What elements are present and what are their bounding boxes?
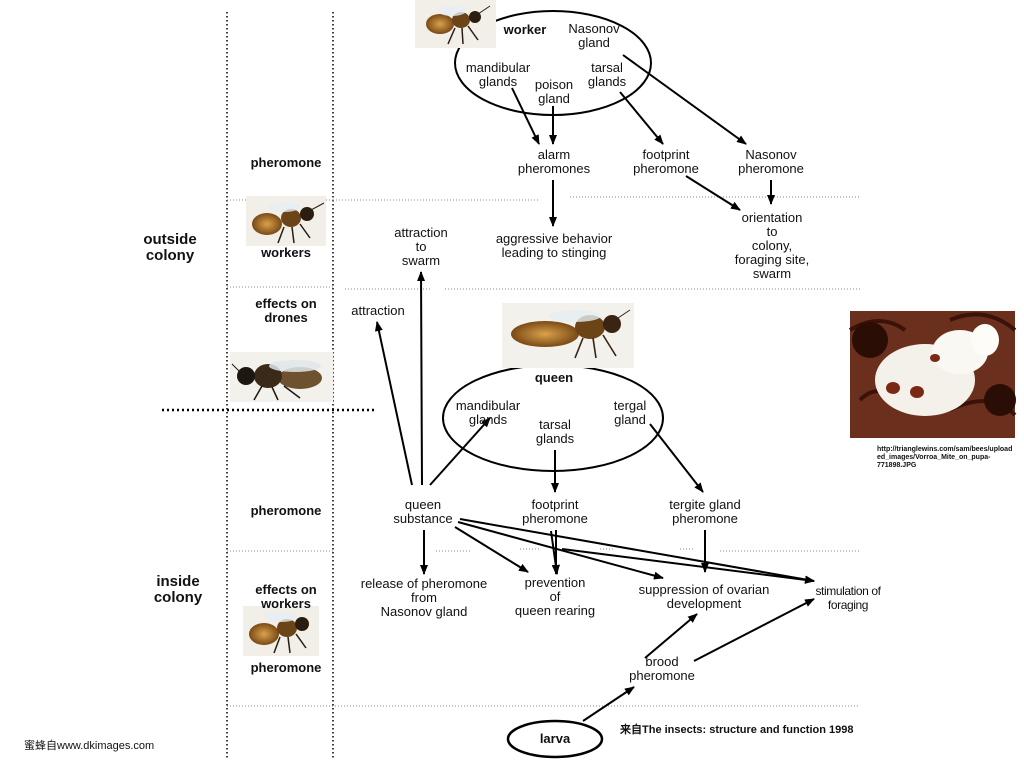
credit-right: 来自The insects: structure and function 19… [620, 724, 854, 736]
nasonov-gland-label: Nasonov gland [568, 21, 620, 50]
suppression-of-ovarian-development-label: suppression of ovarian development [638, 582, 770, 611]
release-of-pheromone-label: release of pheromone from Nasonov gland [360, 576, 488, 619]
larva-ellipse [506, 719, 604, 759]
photo-source-link[interactable]: http://trianglewins.com/sam/bees/upload … [877, 446, 1013, 469]
worker-mandibular-glands-label: mandibular glands [465, 60, 531, 89]
pheromone-label-bottom: pheromone [250, 660, 322, 675]
bee-queen-icon [502, 303, 634, 368]
bee-worker-icon [246, 196, 326, 246]
credit-left: 蜜蜂自www.dkimages.com [24, 740, 155, 752]
queen-mandibular-glands-label: mandibular glands [455, 398, 521, 427]
worker-title: worker [503, 22, 547, 37]
brood-pheromone-label: brood pheromone [629, 654, 695, 683]
inside-colony-label: inside colony [153, 573, 203, 606]
arrows [374, 54, 815, 722]
prevention-of-queen-rearing-label: prevention of queen rearing [514, 575, 596, 618]
bee-worker-icon [415, 0, 496, 48]
queen-substance-label: queen substance [393, 497, 453, 526]
effects-on-drones-label: effects on drones [255, 296, 317, 325]
bee-worker-icon [243, 606, 319, 656]
attraction-to-swarm-label: attraction to swarm [394, 225, 448, 268]
tergal-gland-label: tergal gland [613, 398, 647, 427]
queen-title: queen [534, 370, 574, 385]
effects-on-workers-label: effects on workers [255, 582, 317, 611]
row-separators [227, 196, 860, 707]
worker-tarsal-glands-label: tarsal glands [587, 60, 627, 89]
orientation-label: orientation to colony, foraging site, sw… [734, 210, 810, 281]
outside-colony-label: outside colony [143, 231, 197, 264]
poison-gland-label: poison gland [534, 77, 574, 106]
larva-label: larva [539, 731, 571, 746]
queen-tarsal-glands-label: tarsal glands [535, 417, 575, 446]
queen-footprint-pheromone-label: footprint pheromone [522, 497, 588, 526]
nasonov-pheromone-label: Nasonov pheromone [738, 147, 804, 176]
worker-footprint-pheromone-label: footprint pheromone [633, 147, 699, 176]
bee-drone-icon [230, 352, 333, 402]
stimulation-of-foraging-label: stimulation of foraging [815, 584, 881, 612]
tergite-gland-pheromone-label: tergite gland pheromone [669, 497, 741, 526]
workers-label: workers [261, 245, 311, 260]
pheromone-label-top: pheromone [250, 155, 322, 170]
attraction-label: attraction [351, 303, 405, 318]
aggressive-behavior-label: aggressive behavior leading to stinging [495, 231, 613, 260]
pheromone-label-mid: pheromone [250, 503, 322, 518]
alarm-pheromones-label: alarm pheromones [517, 147, 591, 176]
varroa-mite-photo [848, 311, 1017, 438]
